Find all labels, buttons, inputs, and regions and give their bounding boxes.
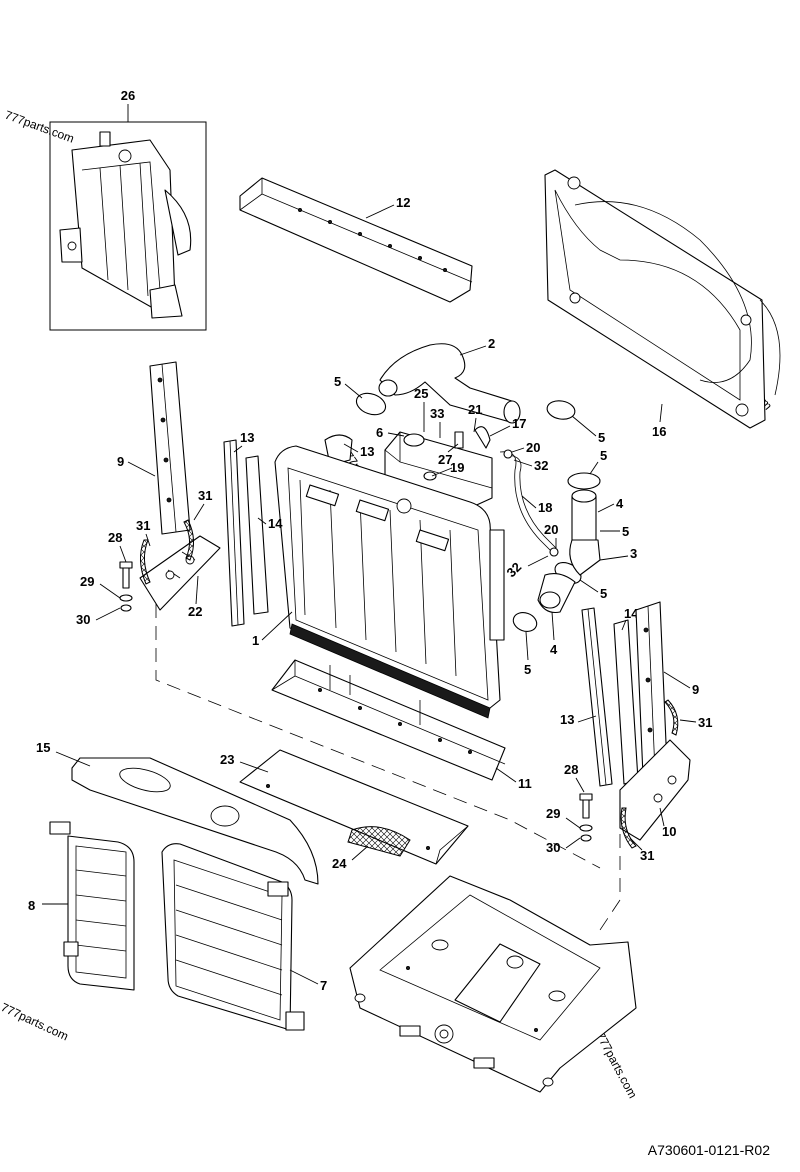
callout-31-left-a: 31 (198, 488, 212, 503)
callout-12: 12 (396, 195, 410, 210)
part-31-left-hose-b (140, 539, 151, 585)
callout-31-right-a: 31 (698, 715, 712, 730)
part-19-expansion-tank (384, 426, 493, 509)
callout-21: 21 (468, 402, 482, 417)
callout-19: 19 (450, 460, 464, 475)
part-10-right-foot (619, 739, 691, 841)
callout-4-top: 4 (616, 496, 624, 511)
part-14-right-strip (613, 619, 639, 785)
callout-5-top-left: 5 (334, 374, 341, 389)
callout-22: 22 (188, 604, 202, 619)
part-28-left-bolt (119, 561, 133, 612)
callout-5-tube-clamp: 5 (622, 524, 629, 539)
callout-29-left: 29 (80, 574, 94, 589)
callout-2: 2 (488, 336, 495, 351)
callout-26: 26 (121, 88, 135, 103)
callout-15: 15 (36, 740, 50, 755)
callout-30-right: 30 (546, 840, 560, 855)
part-14-left-strip (245, 455, 269, 615)
callout-14-right: 14 (624, 606, 639, 621)
callout-8: 8 (28, 898, 35, 913)
callout-33: 33 (430, 406, 444, 421)
part-24-mesh-screen (347, 826, 411, 857)
callout-14-left: 14 (268, 516, 283, 531)
callout-28-left: 28 (108, 530, 122, 545)
part-18-overflow-tube (499, 449, 559, 557)
callout-17: 17 (512, 416, 526, 431)
callout-5-tube-top: 5 (600, 448, 607, 463)
callout-3: 3 (630, 546, 637, 561)
callout-6: 6 (376, 425, 383, 440)
part-13-left-seal (223, 439, 245, 627)
callout-16: 16 (652, 424, 666, 439)
part-8-oil-cooler (49, 821, 135, 991)
part-31-right-hose-b (620, 807, 637, 849)
callout-5-right: 5 (598, 430, 605, 445)
part-4-tube (537, 489, 601, 614)
watermark-bottom-left: 777parts.com (0, 1000, 71, 1043)
part-22-left-foot (139, 535, 221, 611)
part-1-radiator (274, 445, 505, 719)
callout-31-right-b: 31 (640, 848, 654, 863)
callout-13-center: 13 (360, 444, 374, 459)
part-7-cooler (161, 843, 305, 1031)
callout-1: 1 (252, 633, 259, 648)
assembly-dash-line-right (599, 834, 621, 931)
document-code: A730601-0121-R02 (647, 1142, 770, 1158)
watermark-top-left: 777parts.com (3, 108, 76, 146)
part-9-left-upright (149, 361, 191, 535)
overview-inset (49, 121, 207, 331)
callout-31-left-b: 31 (136, 518, 150, 533)
callout-27: 27 (438, 452, 452, 467)
callout-28-right: 28 (564, 762, 578, 777)
callout-32-bottom: 32 (504, 559, 525, 580)
part-16-fan-shroud (544, 169, 781, 429)
callout-29-right: 29 (546, 806, 560, 821)
callout-9-right: 9 (692, 682, 699, 697)
callout-13-left: 13 (240, 430, 254, 445)
callout-10: 10 (662, 824, 676, 839)
part-15-baffle (71, 757, 319, 885)
callout-24: 24 (332, 856, 347, 871)
callout-30-left: 30 (76, 612, 90, 627)
callout-32-top: 32 (534, 458, 548, 473)
part-31-right-hose-a (664, 699, 679, 736)
part-28-right-bolt (579, 793, 593, 842)
part-2-upper-hose (378, 343, 521, 424)
callout-20-bottom: 20 (544, 522, 558, 537)
callout-7: 7 (320, 978, 327, 993)
callout-18: 18 (538, 500, 552, 515)
callout-20-top: 20 (526, 440, 540, 455)
part-11-bottom-channel (271, 659, 506, 781)
callout-25: 25 (414, 386, 428, 401)
callout-5-bottom: 5 (524, 662, 531, 677)
watermark-bottom-right: 777parts.com (593, 1030, 639, 1101)
callout-23: 23 (220, 752, 234, 767)
callout-4-bottom: 4 (550, 642, 558, 657)
callout-13-right: 13 (560, 712, 574, 727)
part-12-top-bracket (239, 177, 473, 303)
part-13-right-seal (581, 607, 613, 787)
assembly-dash-line (155, 604, 601, 869)
callout-9-left: 9 (117, 454, 124, 469)
callout-11: 11 (518, 776, 532, 791)
part-31-left-hose-a (183, 519, 194, 561)
callout-5-lower: 5 (600, 586, 607, 601)
part-base-frame (349, 875, 637, 1093)
